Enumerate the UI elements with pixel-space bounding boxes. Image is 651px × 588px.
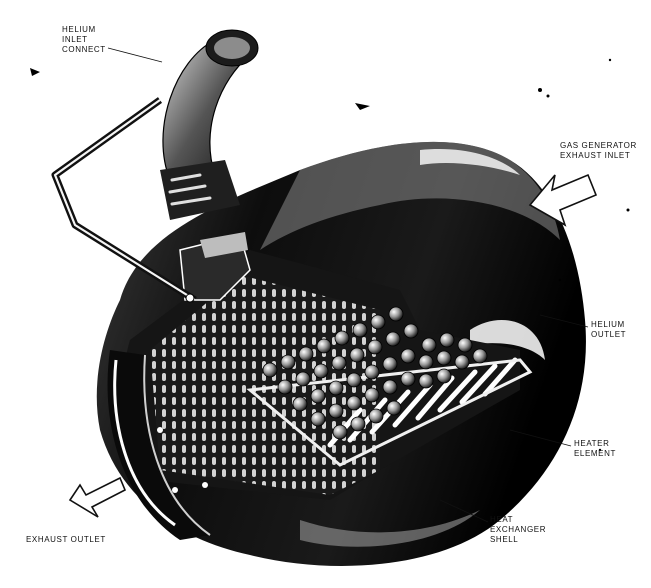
label-line: HEAT bbox=[490, 515, 514, 524]
label-line: EXCHANGER bbox=[490, 525, 547, 534]
print-specks bbox=[30, 58, 630, 452]
label-line: HELIUM bbox=[591, 320, 625, 329]
label-helium-outlet: HELIUM OUTLET bbox=[591, 320, 626, 340]
label-line: HEATER bbox=[574, 439, 610, 448]
exhaust-end-ring bbox=[107, 350, 211, 540]
tube-ends bbox=[262, 306, 488, 440]
helium-inlet-elbow bbox=[160, 29, 259, 220]
gas-generator-inlet-arrow bbox=[528, 173, 598, 227]
label-line: INLET bbox=[62, 35, 88, 44]
label-line: EXHAUST INLET bbox=[560, 151, 631, 160]
label-line: GAS GENERATOR bbox=[560, 141, 637, 150]
label-heat-exchanger-shell: HEAT EXCHANGER SHELL bbox=[490, 515, 546, 545]
label-gas-generator-exhaust-inlet: GAS GENERATOR EXHAUST INLET bbox=[560, 141, 637, 161]
label-line: SHELL bbox=[490, 535, 519, 544]
label-helium-inlet-connect: HELIUM INLET CONNECT bbox=[62, 25, 106, 55]
heater-rail bbox=[246, 358, 533, 467]
label-line: EXHAUST OUTLET bbox=[26, 535, 106, 544]
label-line: CONNECT bbox=[62, 45, 106, 54]
label-line: HELIUM bbox=[62, 25, 96, 34]
label-exhaust-outlet: EXHAUST OUTLET bbox=[26, 535, 106, 545]
leader-lines bbox=[107, 47, 589, 523]
label-line: OUTLET bbox=[591, 330, 627, 339]
exhaust-outlet-arrow bbox=[68, 476, 127, 518]
label-line: ELEMENT bbox=[574, 449, 616, 458]
label-heater-element: HEATER ELEMENT bbox=[574, 439, 616, 459]
